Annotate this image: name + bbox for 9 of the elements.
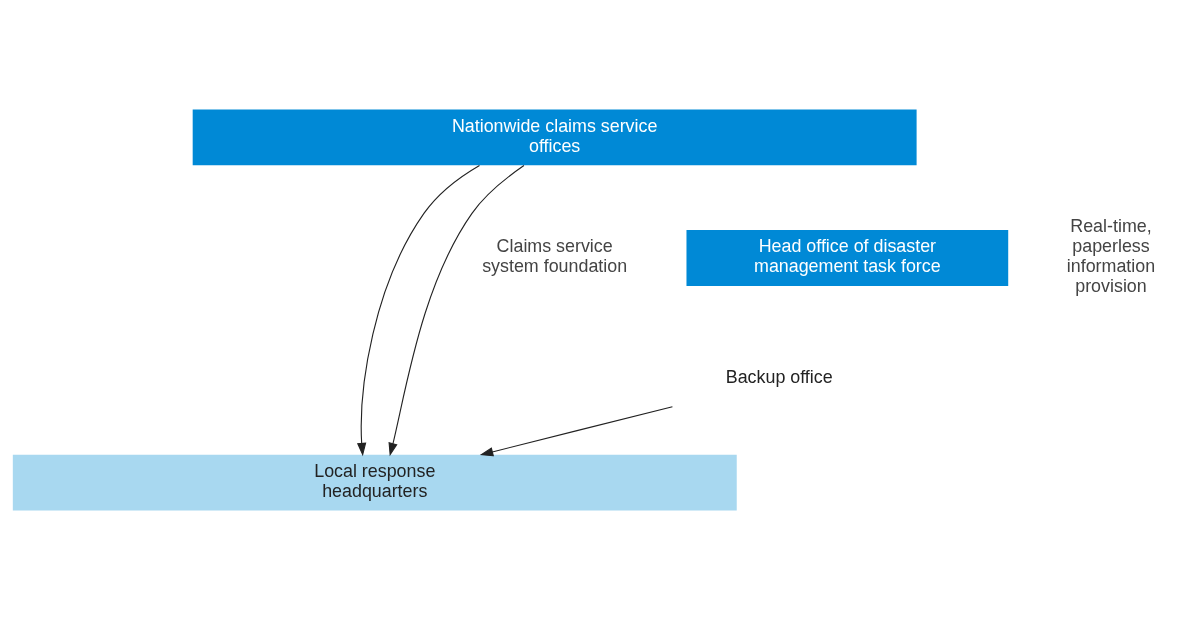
- label: Real-time, paperless information provision: [1066, 215, 1156, 296]
- node-text: Backup office: [725, 366, 833, 387]
- arrow: [479, 405, 673, 456]
- arrow: [388, 164, 525, 456]
- arrow: [356, 164, 481, 456]
- node-box: Nationwide claims service offices: [192, 108, 917, 165]
- node-box: Head office of disaster management task force: [686, 229, 1009, 286]
- label: Claims service system foundation: [482, 235, 628, 276]
- node-box: Local response headquarters: [12, 454, 737, 511]
